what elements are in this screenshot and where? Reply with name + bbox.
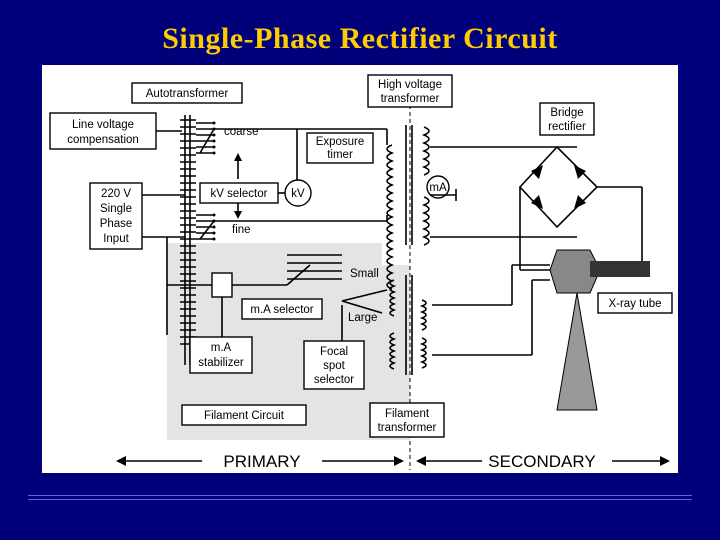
input-label-4: Input xyxy=(103,233,129,245)
exposure-timer-label-1: Exposure xyxy=(316,136,365,148)
kv-meter-label: kV xyxy=(291,188,305,200)
ma-meter xyxy=(426,175,450,199)
hv-transformer-label-2: transformer xyxy=(381,93,440,105)
filament-transformer-windings xyxy=(389,275,427,375)
input-label-3: Phase xyxy=(100,218,133,230)
autotransformer-label: Autotransformer xyxy=(146,88,229,100)
bridge-rectifier-label-2: rectifier xyxy=(548,121,586,133)
focal-spot-label-1: Focal xyxy=(320,346,348,358)
secondary-arrow xyxy=(612,456,670,466)
coarse-taps xyxy=(196,121,216,155)
slide-title: Single-Phase Rectifier Circuit xyxy=(162,22,558,55)
secondary-label: SECONDARY xyxy=(488,452,595,471)
small-label: Small xyxy=(350,268,379,280)
ma-meter-label: mA xyxy=(429,182,447,194)
bridge-rectifier-diodes xyxy=(518,145,643,271)
hv-transformer-windings xyxy=(386,125,430,290)
filament-transformer-label-1: Filament xyxy=(385,408,430,420)
fine-taps xyxy=(196,213,216,241)
bottom-rule-2 xyxy=(28,499,692,500)
input-label-2: Single xyxy=(100,203,132,215)
hv-transformer-label-1: High voltage xyxy=(378,79,442,91)
filament-circuit-label: Filament Circuit xyxy=(204,410,285,422)
filament-transformer-label-2: transformer xyxy=(378,422,437,434)
circuit-diagram-panel: Autotransformer Line voltage compensatio… xyxy=(42,65,678,473)
primary-arrow xyxy=(116,456,202,466)
kv-selector-label: kV selector xyxy=(211,188,268,200)
ma-selector-label: m.A selector xyxy=(250,304,313,316)
autotransformer-winding xyxy=(180,115,196,365)
focal-spot-label-3: selector xyxy=(314,374,354,386)
primary-label: PRIMARY xyxy=(223,452,300,471)
exposure-timer-label-2: timer xyxy=(327,149,353,161)
line-voltage-compensation-label-2: compensation xyxy=(67,134,139,146)
ma-stabilizer-label-2: stabilizer xyxy=(198,357,244,369)
large-label: Large xyxy=(348,312,377,324)
xray-tube-label: X-ray tube xyxy=(608,298,661,310)
ma-stabilizer-label-1: m.A xyxy=(211,342,232,354)
bridge-rectifier-label-1: Bridge xyxy=(550,107,583,119)
focal-spot-label-2: spot xyxy=(323,360,346,372)
xray-tube-graphic xyxy=(549,249,650,411)
circuit-diagram: Autotransformer Line voltage compensatio… xyxy=(49,74,673,471)
bottom-rule-1 xyxy=(28,495,692,496)
coarse-label: coarse xyxy=(224,126,259,138)
line-voltage-compensation-label-1: Line voltage xyxy=(72,119,134,131)
input-label-1: 220 V xyxy=(101,188,131,200)
fine-label: fine xyxy=(232,224,251,236)
